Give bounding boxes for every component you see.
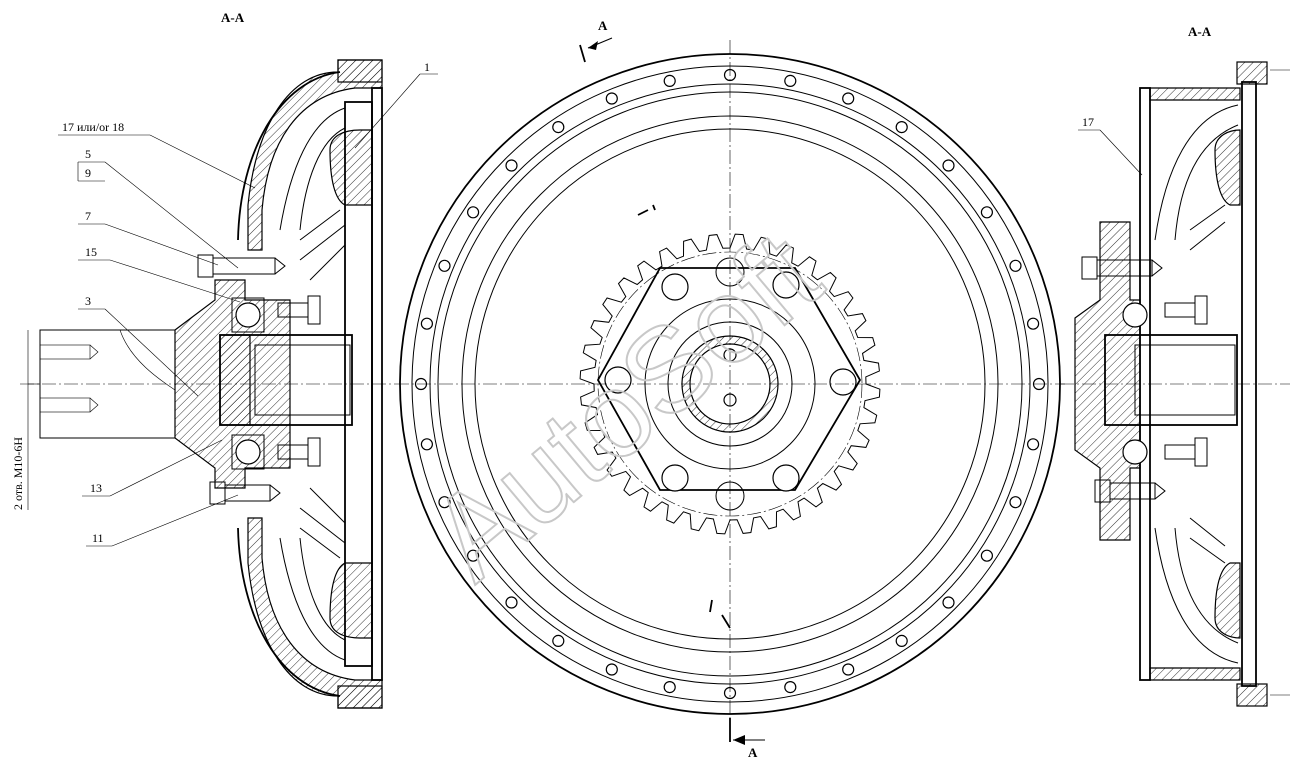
right-hub	[1074, 221, 1141, 541]
callout-5: 5	[85, 147, 91, 161]
callout-right-17: 17	[1082, 115, 1094, 129]
left-bearing-ball-bottom	[235, 439, 261, 465]
left-housing-casing	[247, 59, 383, 251]
bolt-hole	[505, 159, 518, 172]
cut-marker-bottom: А	[748, 745, 758, 760]
front-plate-bolts	[604, 271, 857, 492]
bolt-hole	[980, 549, 994, 562]
bolt-hole	[663, 74, 676, 88]
dimension-note-group: 2 отв. М10-6Н	[11, 330, 40, 510]
callout-15: 15	[85, 245, 97, 259]
cut-marker-top: А	[598, 18, 608, 33]
section-label-left: А-А	[221, 10, 245, 25]
bolt-hole	[420, 438, 433, 451]
bolt-hole	[605, 92, 618, 105]
callout-7: 7	[85, 209, 91, 223]
bolt-hole	[505, 596, 518, 609]
left-callouts: А-А 1 17 или/or 18 5 9 7 15 3 13 11	[58, 10, 438, 547]
bolt-hole	[438, 259, 451, 272]
bolt-hole	[1026, 317, 1040, 330]
callout-9: 9	[85, 166, 91, 180]
callout-1: 1	[424, 60, 430, 74]
bolt-hole	[552, 120, 565, 134]
bolt-hole	[1026, 438, 1040, 451]
bolt-hole	[842, 92, 855, 105]
bolt-hole	[784, 680, 797, 694]
callout-13: 13	[90, 481, 102, 495]
bolt-hole	[420, 317, 433, 330]
dimension-note: 2 отв. М10-6Н	[11, 437, 25, 510]
right-turbine-top	[1214, 129, 1241, 206]
callout-17: 17 или/or 18	[62, 120, 124, 134]
bolt-hole	[784, 74, 797, 88]
bolt-hole	[895, 120, 908, 134]
bolt-hole	[1009, 259, 1022, 272]
bolt-hole	[467, 206, 480, 219]
bolt-hole	[980, 206, 994, 219]
bolt-hole	[942, 159, 955, 172]
right-section-view: А-А 17	[1060, 24, 1290, 707]
section-label-right: А-А	[1188, 24, 1212, 39]
bolt-hole	[438, 496, 451, 509]
callout-3: 3	[85, 294, 91, 308]
bolt-hole	[605, 663, 618, 676]
bolt-hole	[467, 549, 480, 562]
bolt-hole	[1009, 496, 1022, 509]
callout-11: 11	[92, 531, 104, 545]
front-hex-plate	[596, 267, 862, 491]
left-housing-casing-lower	[247, 517, 383, 709]
bolt-hole	[552, 634, 565, 648]
right-turbine-bottom	[1214, 562, 1241, 639]
front-view: А А	[395, 18, 1065, 760]
left-flange-top	[337, 59, 383, 83]
bolt-hole	[942, 596, 955, 609]
left-flange-bottom	[337, 685, 383, 709]
bolt-hole	[842, 663, 855, 676]
bolt-hole	[895, 634, 908, 648]
watermark-text: AutoSoft	[406, 206, 845, 605]
left-turbine-top	[329, 129, 373, 206]
front-bolt-holes	[414, 68, 1046, 700]
left-turbine-bottom	[329, 562, 373, 639]
left-section-view	[20, 59, 395, 709]
left-bearing-ball-top	[235, 302, 261, 328]
bolt-hole	[663, 680, 676, 694]
